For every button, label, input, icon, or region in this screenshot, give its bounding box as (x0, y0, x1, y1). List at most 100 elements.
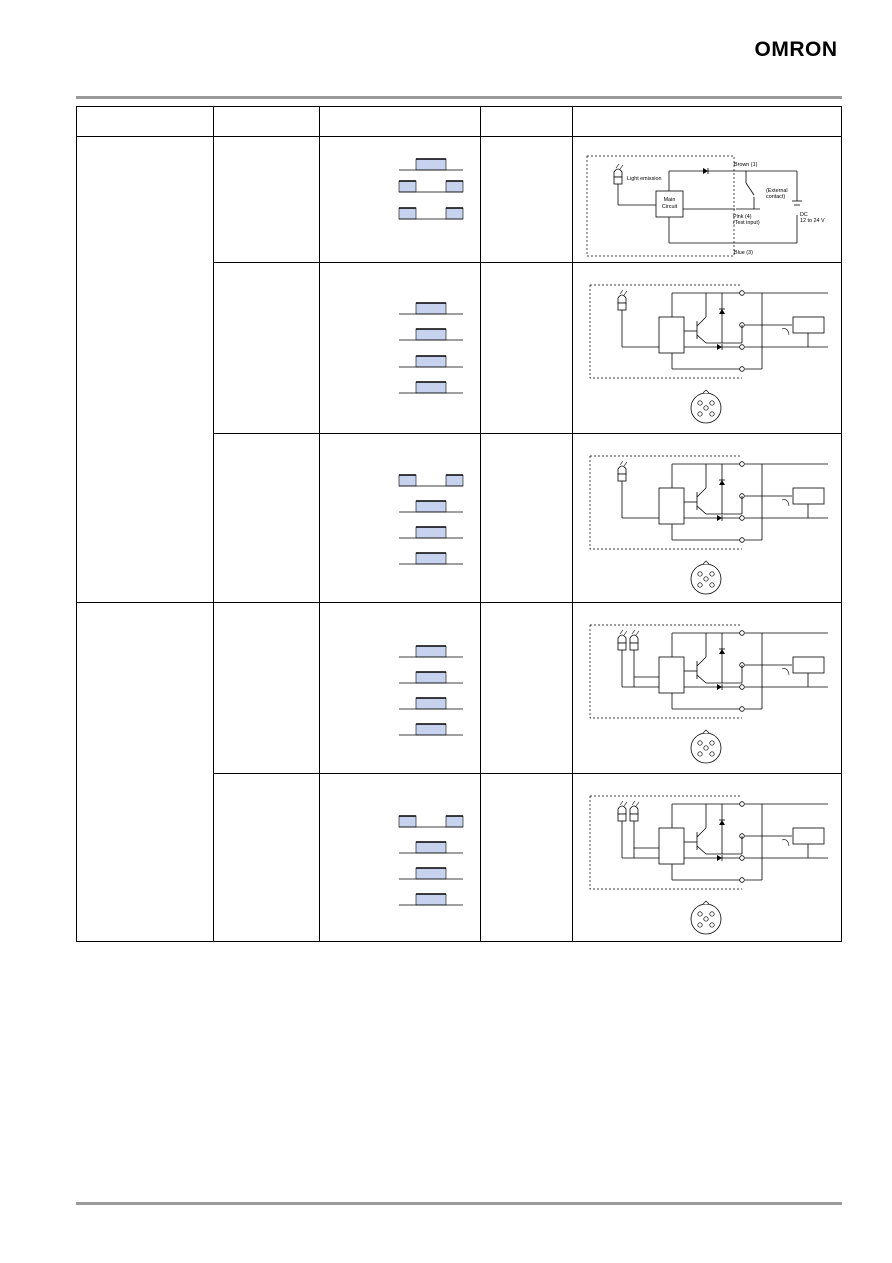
main-circuit-block (658, 827, 685, 865)
timing-waveform (398, 180, 464, 193)
pulse-edge-left (398, 815, 417, 828)
connector-pin (703, 916, 709, 922)
diode-icon (719, 308, 725, 314)
connector-pin (697, 411, 703, 417)
pulse-edge-left (398, 207, 417, 220)
timing-waveform (399, 645, 463, 658)
terminal (739, 630, 745, 636)
led-icon (617, 629, 628, 651)
pulse-high (415, 552, 447, 565)
connector-pin (709, 740, 715, 746)
schematic-label: (External (766, 188, 788, 194)
table-grid (76, 106, 842, 942)
led-icon (617, 800, 628, 822)
schematic-label: DC (800, 212, 808, 218)
pulse-edge-right (445, 815, 464, 828)
connector-pin (709, 911, 715, 917)
terminal (739, 344, 745, 350)
timing-waveform (398, 207, 464, 220)
timing-waveform (399, 381, 463, 394)
timing-waveform (399, 328, 463, 341)
led-icon (629, 629, 640, 651)
pulse-high (415, 697, 447, 710)
timing-waveform (399, 500, 463, 513)
terminal (739, 855, 745, 861)
terminal (739, 290, 745, 296)
led-icon (617, 460, 628, 482)
schematic-label: contact) (766, 194, 785, 200)
connector-pin (709, 411, 715, 417)
schematic-label: Pink (4) (733, 214, 752, 220)
connector-pin (709, 400, 715, 406)
timing-waveform (399, 158, 463, 171)
connector-pin (697, 911, 703, 917)
pulse-edge-right (445, 207, 464, 220)
pulse-high (415, 355, 447, 368)
connector-pin (709, 582, 715, 588)
schematic-label: Light emission (627, 176, 661, 182)
pulse-high (415, 671, 447, 684)
output-circuit (589, 284, 828, 424)
load-block (792, 656, 825, 674)
pulse-edge-left (398, 474, 417, 487)
connector-pin (709, 922, 715, 928)
timing-waveform (399, 893, 463, 906)
connector-pin (703, 405, 709, 411)
timing-waveform (399, 526, 463, 539)
svg-text:OMRON: OMRON (755, 38, 838, 61)
timing-charts (398, 158, 464, 906)
terminal (739, 366, 745, 372)
schematic-label: 12 to 24 V (800, 218, 825, 224)
terminal (739, 461, 745, 467)
pulse-high (415, 645, 447, 658)
schematic-label: Blue (3) (734, 250, 753, 256)
timing-waveform (399, 723, 463, 736)
main-circuit-block (658, 487, 685, 525)
enclosure (586, 155, 735, 257)
connector-pin (697, 571, 703, 577)
connector-pin (697, 582, 703, 588)
timing-waveform (398, 815, 464, 828)
timing-waveform (399, 355, 463, 368)
pulse-high (415, 381, 447, 394)
pulse-high (415, 302, 447, 315)
load-block (792, 316, 825, 334)
terminal (739, 801, 745, 807)
timing-waveform (399, 671, 463, 684)
led-icon (629, 800, 640, 822)
diode-icon (717, 515, 723, 521)
main-circuit-block (658, 656, 685, 694)
omron-logo: OMRON (755, 38, 838, 61)
diode-icon (703, 168, 709, 174)
schematic-label: Circuit (662, 204, 678, 210)
connector-pin (703, 576, 709, 582)
timing-waveform (399, 867, 463, 880)
connector-pin (697, 400, 703, 406)
load-block (792, 487, 825, 505)
pulse-high (415, 841, 447, 854)
pulse-edge-right (445, 474, 464, 487)
output-circuit (589, 455, 828, 595)
terminal (739, 537, 745, 543)
output-circuit (589, 624, 828, 764)
main-circuit-block (655, 190, 684, 218)
connector-pin (697, 922, 703, 928)
diode-icon (717, 684, 723, 690)
timing-waveform (399, 697, 463, 710)
timing-waveform (399, 302, 463, 315)
pulse-high (415, 328, 447, 341)
diode-icon (719, 648, 725, 654)
schematic-label: (Test input) (733, 220, 760, 226)
pulse-edge-right (445, 180, 464, 193)
pulse-high (415, 526, 447, 539)
connector-pin (697, 751, 703, 757)
diode-icon (719, 479, 725, 485)
diode-icon (717, 855, 723, 861)
schematic-label: Main (664, 197, 676, 203)
header-rule (76, 96, 842, 99)
pulse-high (415, 723, 447, 736)
terminal (739, 706, 745, 712)
